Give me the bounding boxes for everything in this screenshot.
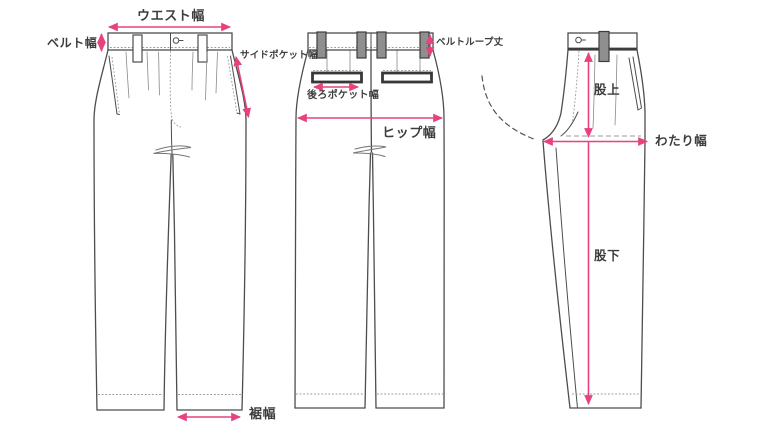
measurement-arrows [97, 22, 649, 422]
label-inseam: 股下 [594, 249, 621, 263]
label-back-pocket-width: 後ろポケット幅 [307, 90, 380, 101]
label-thigh-width: わたり幅 [655, 134, 708, 148]
label-belt-loop-length: ベルトループ丈 [436, 37, 504, 48]
front-view [93, 32, 247, 411]
label-waist-width: ウエスト幅 [137, 8, 206, 23]
side-pocket-width-arrow [233, 55, 251, 119]
side-view [481, 30, 646, 409]
label-hip-width: ヒップ幅 [382, 125, 437, 140]
back-view [294, 31, 445, 409]
label-rise: 股上 [594, 83, 621, 97]
label-side-pocket-width: サイドポケット幅 [240, 50, 318, 61]
label-belt-width: ベルト幅 [47, 36, 98, 50]
label-hem-width: 裾幅 [249, 406, 277, 421]
